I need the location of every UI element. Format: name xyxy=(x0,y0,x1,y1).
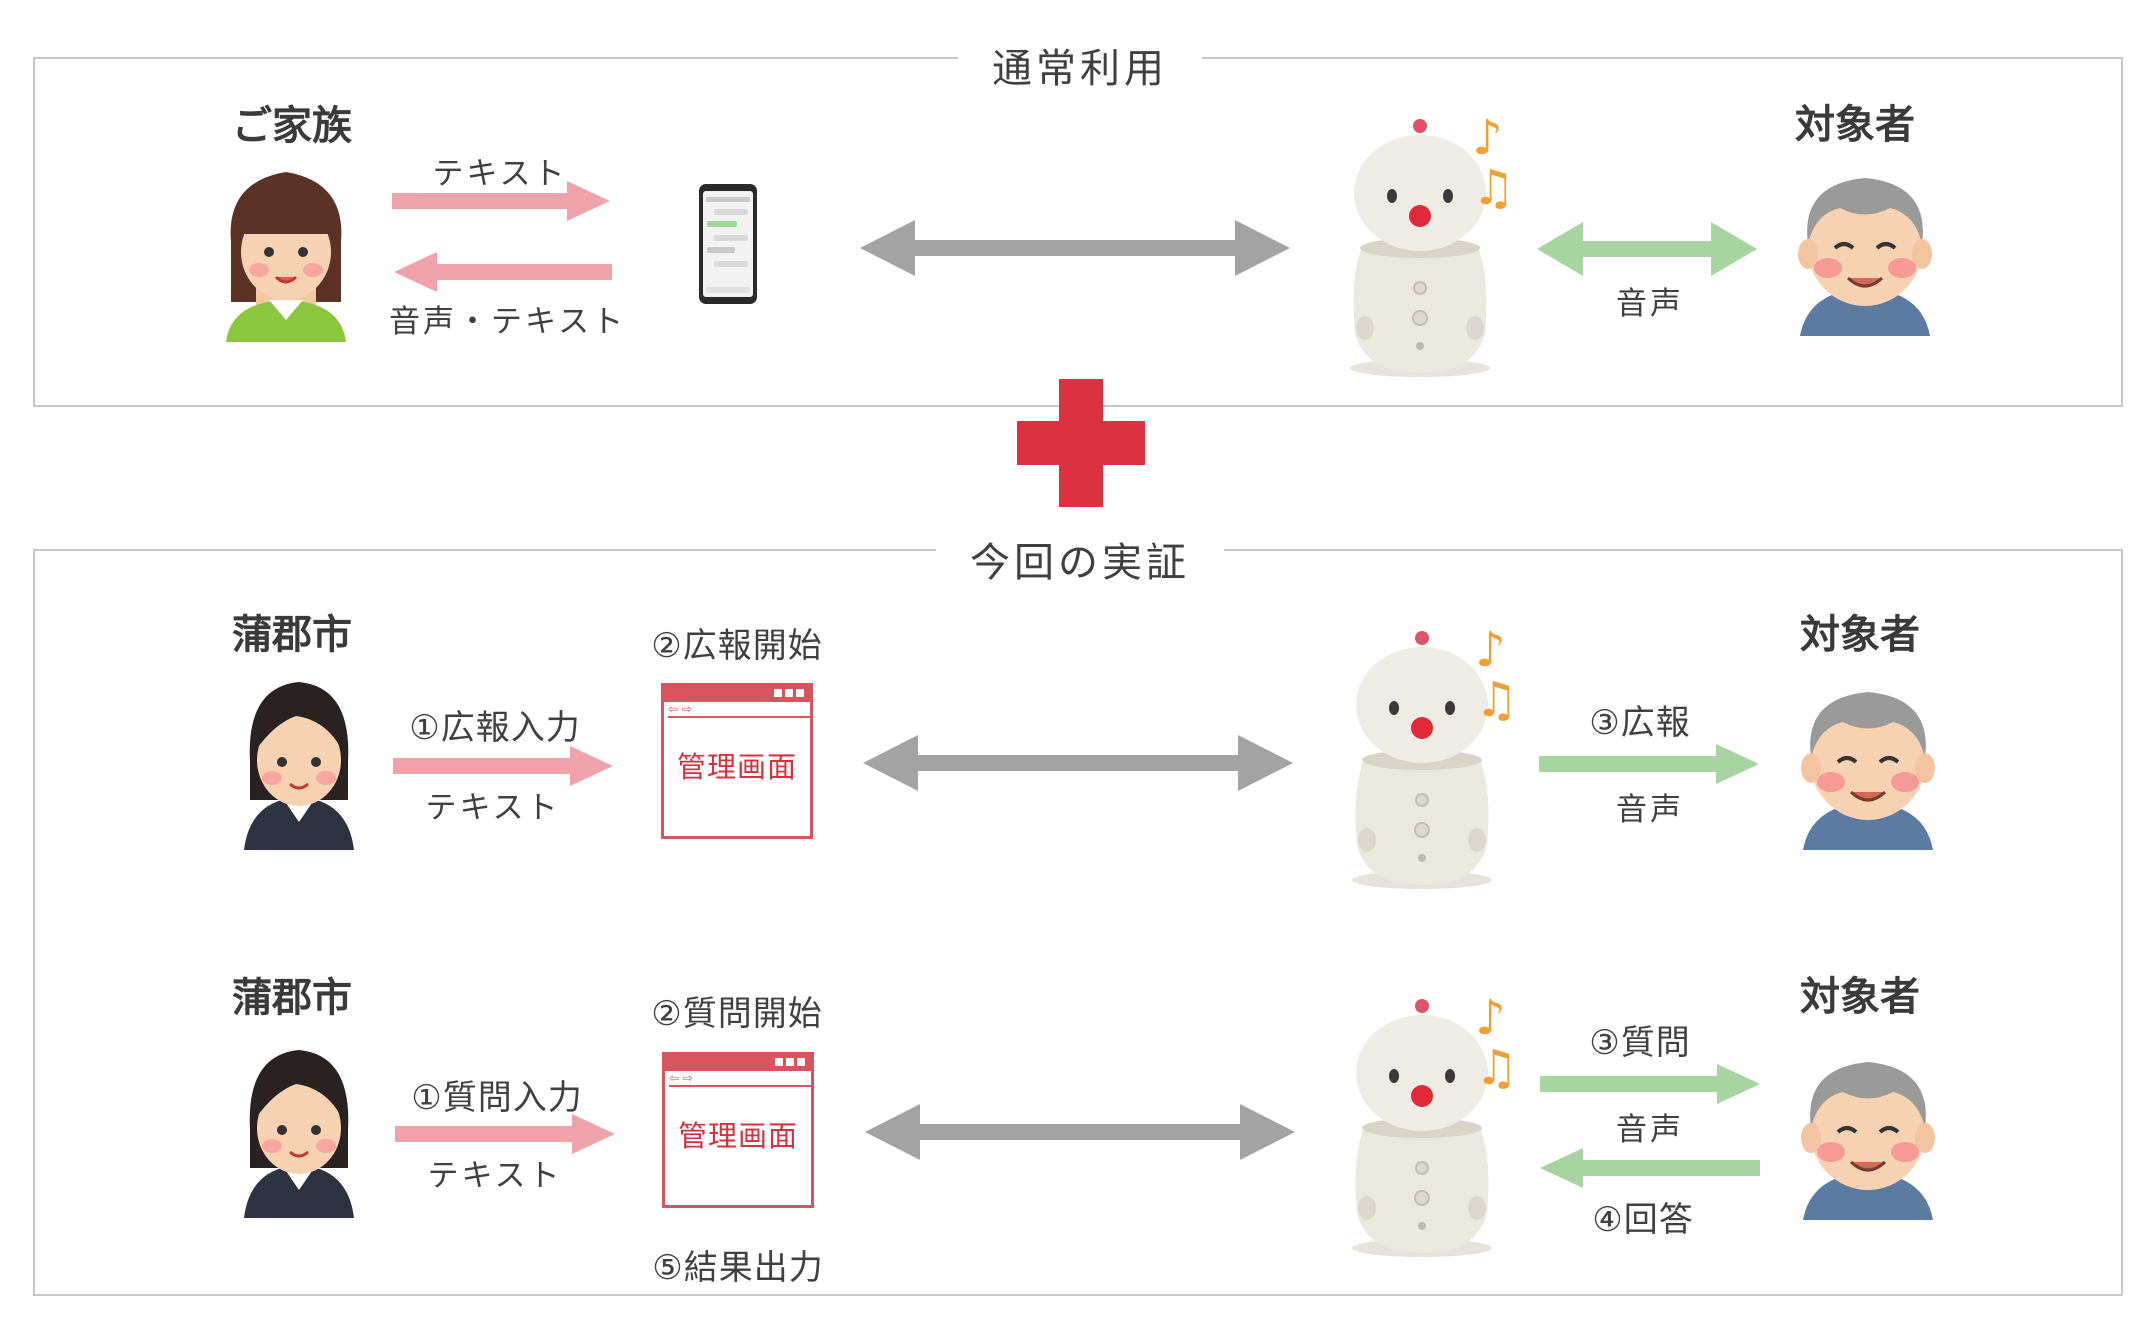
row2-step4-label: ④回答 xyxy=(1592,1200,1694,1240)
row1-bidirectional-arrow xyxy=(863,735,1293,791)
row2-admin-window[interactable]: ⇦ ⇨ 管理画面 xyxy=(662,1052,814,1208)
row2-city-label: 蒲郡市 xyxy=(232,975,352,1021)
music-notes-icon: ♫ xyxy=(1472,160,1516,216)
row2-target-label: 対象者 xyxy=(1800,974,1920,1020)
top-bidirectional-arrow xyxy=(860,220,1290,276)
row1-step2-label: ②広報開始 xyxy=(651,626,823,666)
row2-music-note-icon: ♪ xyxy=(1475,990,1506,1046)
music-note-icon: ♪ xyxy=(1472,110,1503,166)
row2-question-arrow xyxy=(1540,1064,1760,1104)
plus-icon xyxy=(1017,379,1145,507)
row1-music-note-icon: ♪ xyxy=(1475,622,1506,678)
row1-nav-arrows-icon: ⇦ ⇨ xyxy=(668,702,810,718)
robot-row1-illustration xyxy=(1352,631,1492,889)
row2-voice-label: 音声 xyxy=(1616,1112,1684,1148)
row1-input-arrow xyxy=(393,746,613,786)
row2-answer-arrow xyxy=(1540,1148,1760,1188)
row2-admin-window-titlebar xyxy=(665,1055,811,1071)
top-text-label: テキスト xyxy=(432,156,568,192)
row2-elderly-illustration xyxy=(1801,1062,1935,1220)
row2-admin-window-title: 管理画面 xyxy=(677,1119,798,1153)
row2-step1-label: ①質問入力 xyxy=(411,1078,583,1118)
row2-bidirectional-arrow xyxy=(865,1104,1295,1160)
row1-step1-label: ①広報入力 xyxy=(409,708,581,748)
row1-voice-arrow xyxy=(1539,744,1759,784)
row1-voice-label: 音声 xyxy=(1616,792,1684,828)
top-voice-bidirectional-arrow xyxy=(1537,222,1757,276)
row2-nav-arrows-icon: ⇦ ⇨ xyxy=(669,1071,811,1087)
row1-admin-window[interactable]: ⇦ ⇨ 管理画面 xyxy=(661,683,813,839)
row1-elderly-illustration xyxy=(1801,692,1935,850)
family-label: ご家族 xyxy=(232,103,352,149)
normal-use-title: 通常利用 xyxy=(958,36,1202,94)
row1-city-label: 蒲郡市 xyxy=(232,612,352,658)
row2-music-notes-icon: ♫ xyxy=(1475,1040,1519,1096)
row2-step3-label: ③質問 xyxy=(1589,1023,1691,1063)
top-elderly-illustration xyxy=(1798,178,1932,336)
top-voice-label: 音声 xyxy=(1616,286,1684,322)
row1-target-label: 対象者 xyxy=(1800,612,1920,658)
row2-staff-woman-illustration xyxy=(244,1050,354,1218)
voice-text-arrow-left xyxy=(394,252,612,292)
row1-step3-label: ③広報 xyxy=(1589,703,1691,743)
row2-step5-label: ⑤結果出力 xyxy=(652,1248,824,1288)
row1-music-notes-icon: ♫ xyxy=(1475,672,1519,728)
text-arrow-right xyxy=(392,181,610,221)
smartphone-icon xyxy=(699,184,757,304)
row2-input-arrow xyxy=(395,1114,615,1154)
family-woman-illustration xyxy=(226,172,346,342)
row1-text-label: テキスト xyxy=(425,790,561,826)
row1-admin-window-titlebar xyxy=(664,686,810,702)
robot-top-illustration xyxy=(1350,119,1490,377)
top-target-label: 対象者 xyxy=(1795,102,1915,148)
demonstration-title: 今回の実証 xyxy=(936,530,1224,588)
top-voice-text-label: 音声・テキスト xyxy=(389,304,627,340)
row1-staff-woman-illustration xyxy=(244,682,354,850)
row2-text-label: テキスト xyxy=(427,1158,563,1194)
row1-admin-window-title: 管理画面 xyxy=(676,750,797,784)
robot-row2-illustration xyxy=(1352,999,1492,1257)
row2-step2-label: ②質問開始 xyxy=(651,994,823,1034)
